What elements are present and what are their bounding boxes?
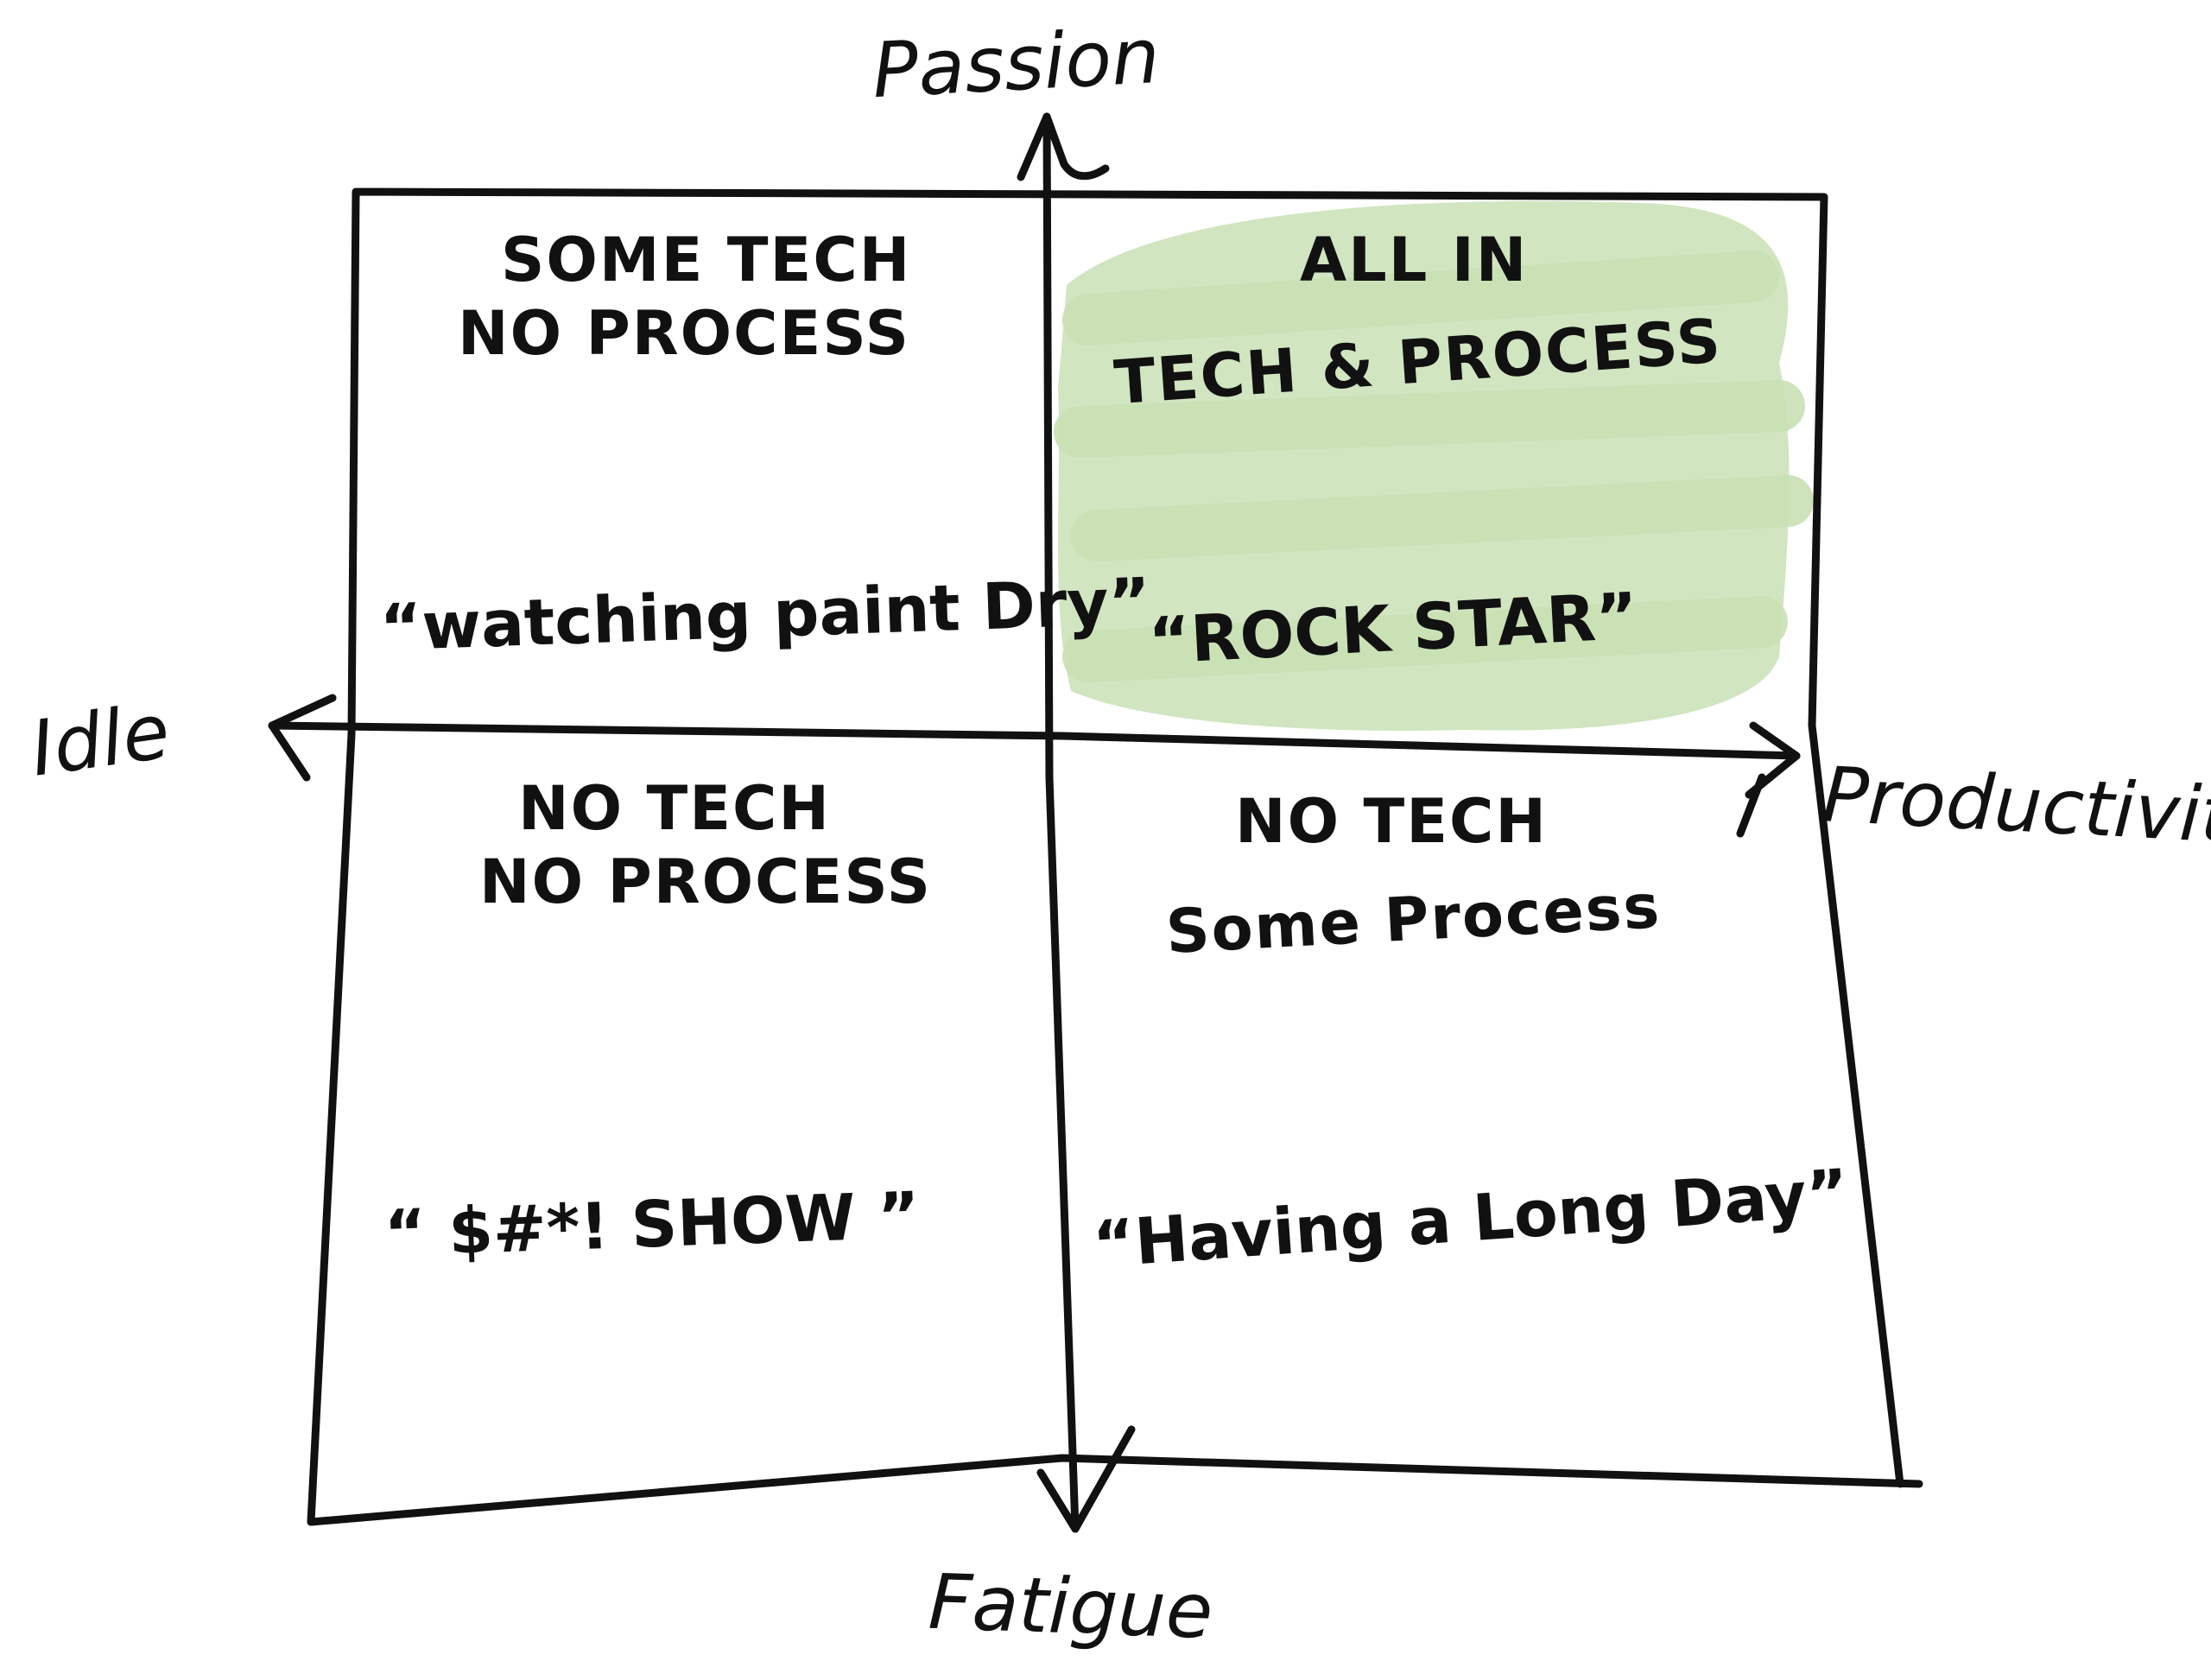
quadrant-quote: “Having a Long Day” [1091,1156,1851,1283]
quadrant-bottom-right: NO TECH Some Process “Having a Long Day” [1091,786,1851,1283]
highlight-streak-3 [1071,475,1814,561]
quadrant-top-left: SOME TECH NO PROCESS “watching paint Dry… [379,225,1152,666]
quadrant-title-line1: NO TECH [518,773,831,844]
idle-arrow-icon [268,694,337,782]
quadrant-title-line1: ALL IN [1300,225,1528,295]
quadrant-title-line2: NO PROCESS [479,846,932,917]
quadrant-title-line1: SOME TECH [501,225,911,295]
axis-label-fatigue: Fatigue [927,1557,1214,1656]
productivity-arrow-icon [1736,721,1801,838]
vertical-axis [1042,112,1080,1533]
quadrant-title-line1: NO TECH [1235,786,1548,857]
axis-label-idle: Idle [25,686,174,793]
quadrant-quote: “watching paint Dry” [379,564,1152,665]
quadrant-title-line2: Some Process [1164,871,1663,967]
quadrant-bottom-left: NO TECH NO PROCESS “ $#*! SHOW ” [383,773,932,1271]
highlight-streak-2 [1054,380,1805,458]
horizontal-axis [268,721,1801,760]
outer-frame [307,187,1923,1526]
axis-label-productivity: Productivity [1821,750,2211,862]
fatigue-arrow-icon [1036,1425,1136,1533]
passion-arrow-icon [1017,112,1110,181]
top-right-highlight [1054,200,1814,731]
quadrant-quote: “ $#*! SHOW ” [383,1178,921,1271]
highlight-streak-4 [1062,596,1788,682]
highlight-streak-1 [1062,250,1779,346]
axis-label-passion: Passion [870,11,1162,115]
quadrant-title-line2: NO PROCESS [458,298,910,369]
